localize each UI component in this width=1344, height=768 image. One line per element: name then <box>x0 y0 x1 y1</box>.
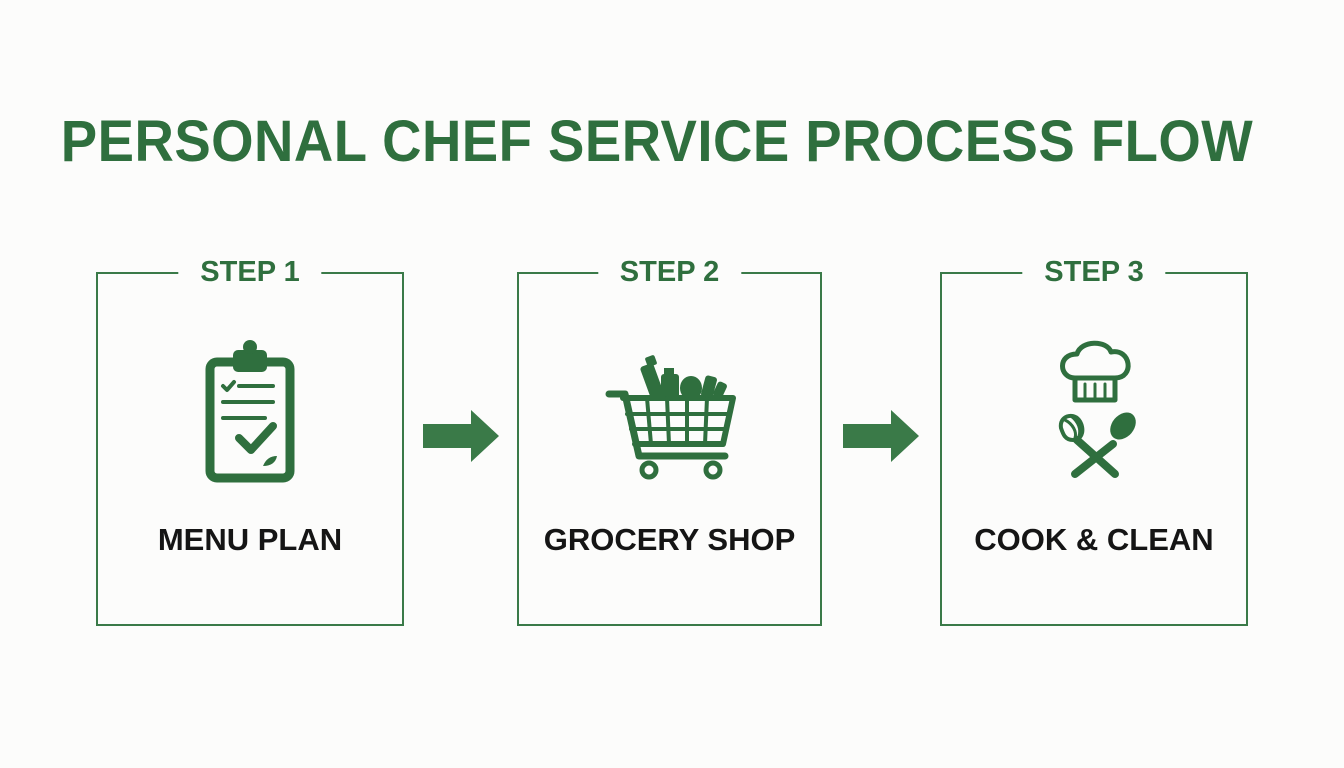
clipboard-checklist-icon <box>205 340 295 483</box>
arrow-right-icon <box>423 410 499 462</box>
step-1-label: STEP 1 <box>178 256 322 289</box>
page-title: PERSONAL CHEF SERVICE PROCESS FLOW <box>60 109 1254 174</box>
step-1-name: MENU PLAN <box>157 522 343 557</box>
chef-hat-utensils-icon <box>1058 340 1136 478</box>
shopping-cart-icon <box>605 355 736 480</box>
step-3-label: STEP 3 <box>1022 256 1166 289</box>
step-2-name: GROCERY SHOP <box>543 522 796 557</box>
step-1-box: STEP 1 MENU PLAN <box>96 256 404 626</box>
arrow-right-icon <box>843 410 919 462</box>
step-2-box: STEP 2 GROCERY SHOP <box>517 256 822 626</box>
step-2-label: STEP 2 <box>597 256 742 289</box>
step-3-box: STEP 3 COOK & CLEAN <box>940 256 1248 626</box>
step-3-name: COOK & CLEAN <box>974 522 1214 557</box>
